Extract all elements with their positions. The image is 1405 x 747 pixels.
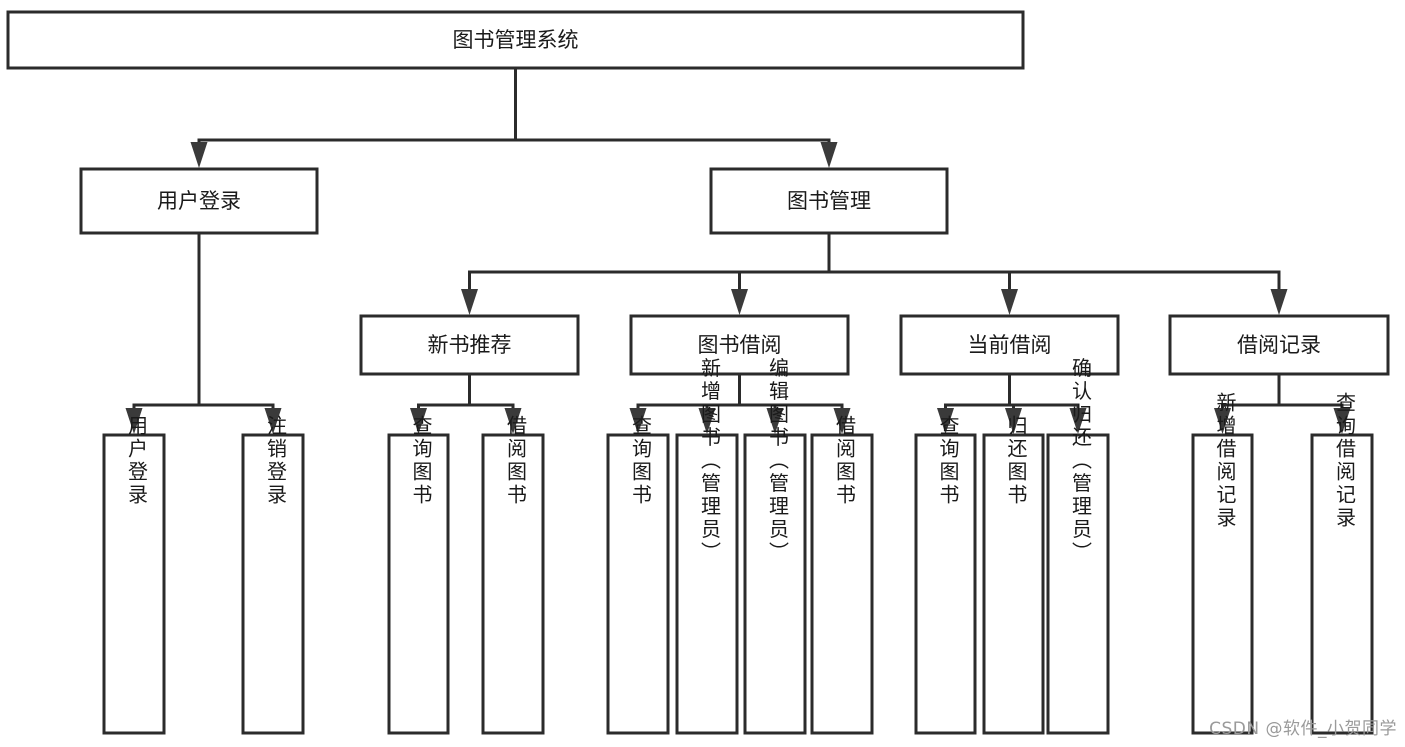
- node-leaf_0[interactable]: 用户登录: [102, 415, 166, 735]
- arrow-head-icon: [1005, 408, 1022, 434]
- arrow-head-icon: [937, 408, 954, 434]
- node-box: [1310, 433, 1374, 735]
- node-leaf_11[interactable]: 新增借阅记录: [1191, 392, 1254, 735]
- node-leaf_8[interactable]: 查询图书: [914, 415, 977, 735]
- watermark-text: CSDN @软件_小贺同学: [1209, 719, 1397, 739]
- node-box: [1046, 433, 1110, 735]
- node-box: [629, 314, 850, 376]
- node-leaf_6[interactable]: 编辑图书（管理员）: [743, 357, 807, 735]
- node-l3_2[interactable]: 当前借阅: [899, 314, 1120, 376]
- node-l2_1[interactable]: 图书管理: [709, 167, 949, 235]
- node-box: [899, 314, 1120, 376]
- node-leaf_5[interactable]: 新增图书（管理员）: [675, 357, 739, 735]
- node-label: 图书管理系统: [453, 28, 579, 52]
- arrow-head-icon: [190, 142, 208, 168]
- node-label: 用户登录: [157, 189, 241, 213]
- node-l3_3[interactable]: 借阅记录: [1168, 314, 1390, 376]
- arrow-head-icon: [125, 408, 143, 434]
- arrow-head-icon: [820, 142, 838, 168]
- node-label: 借阅图书: [833, 415, 857, 507]
- node-box: [743, 433, 807, 735]
- node-label: 查询图书: [936, 415, 960, 507]
- arrow-head-icon: [264, 408, 282, 434]
- node-box: [606, 433, 670, 735]
- node-l2_0[interactable]: 用户登录: [79, 167, 319, 235]
- node-label: 图书管理: [787, 189, 871, 213]
- node-label: 新增图书（管理员）: [698, 357, 722, 564]
- node-box: [481, 433, 545, 735]
- arrow-head-icon: [629, 408, 647, 434]
- arrow-head-icon: [833, 408, 851, 434]
- node-leaf_7[interactable]: 借阅图书: [810, 415, 874, 735]
- arrow-head-icon: [1069, 408, 1087, 434]
- node-label: 新增借阅记录: [1213, 392, 1237, 530]
- arrow-head-icon: [1001, 289, 1018, 315]
- node-label: 查询借阅记录: [1333, 392, 1357, 530]
- node-label: 注销登录: [264, 415, 288, 507]
- node-layer: 图书管理系统用户登录图书管理新书推荐图书借阅当前借阅借阅记录用户登录注销登录查询…: [6, 10, 1390, 735]
- arrow-head-icon: [410, 408, 427, 434]
- arrow-head-icon: [1214, 408, 1231, 434]
- arrow-head-icon: [1270, 289, 1288, 315]
- connector-layer: [125, 66, 1351, 434]
- arrow-head-icon: [731, 289, 748, 315]
- node-label: 编辑图书（管理员）: [766, 357, 790, 564]
- node-box: [79, 167, 319, 235]
- node-l3_0[interactable]: 新书推荐: [359, 314, 580, 376]
- node-label: 当前借阅: [968, 333, 1052, 357]
- node-box: [982, 433, 1045, 735]
- node-box: [675, 433, 739, 735]
- node-box: [709, 167, 949, 235]
- node-leaf_10[interactable]: 确认归还（管理员）: [1046, 357, 1110, 735]
- node-box: [241, 433, 305, 735]
- node-leaf_12[interactable]: 查询借阅记录: [1310, 392, 1374, 735]
- node-label: 用户登录: [125, 415, 149, 507]
- node-label: 图书借阅: [698, 333, 782, 357]
- node-leaf_3[interactable]: 借阅图书: [481, 415, 545, 735]
- node-leaf_1[interactable]: 注销登录: [241, 415, 305, 735]
- node-box: [810, 433, 874, 735]
- node-label: 归还图书: [1004, 415, 1028, 507]
- node-root[interactable]: 图书管理系统: [6, 10, 1025, 70]
- arrow-head-icon: [504, 408, 522, 434]
- node-box: [914, 433, 977, 735]
- node-leaf_9[interactable]: 归还图书: [982, 415, 1045, 735]
- node-label: 查询图书: [409, 415, 433, 507]
- arrow-head-icon: [698, 408, 716, 434]
- node-box: [1168, 314, 1390, 376]
- arrow-head-icon: [1333, 408, 1351, 434]
- node-box: [359, 314, 580, 376]
- arrow-head-icon: [766, 408, 784, 434]
- node-label: 查询图书: [629, 415, 653, 507]
- node-label: 借阅图书: [504, 415, 528, 507]
- node-box: [102, 433, 166, 735]
- node-label: 新书推荐: [428, 333, 512, 357]
- node-label: 确认归还（管理员）: [1069, 357, 1093, 564]
- node-label: 借阅记录: [1237, 333, 1321, 357]
- node-box: [1191, 433, 1254, 735]
- node-leaf_2[interactable]: 查询图书: [387, 415, 450, 735]
- node-box: [6, 10, 1025, 70]
- arrow-head-icon: [461, 289, 478, 315]
- node-leaf_4[interactable]: 查询图书: [606, 415, 670, 735]
- node-box: [387, 433, 450, 735]
- node-l3_1[interactable]: 图书借阅: [629, 314, 850, 376]
